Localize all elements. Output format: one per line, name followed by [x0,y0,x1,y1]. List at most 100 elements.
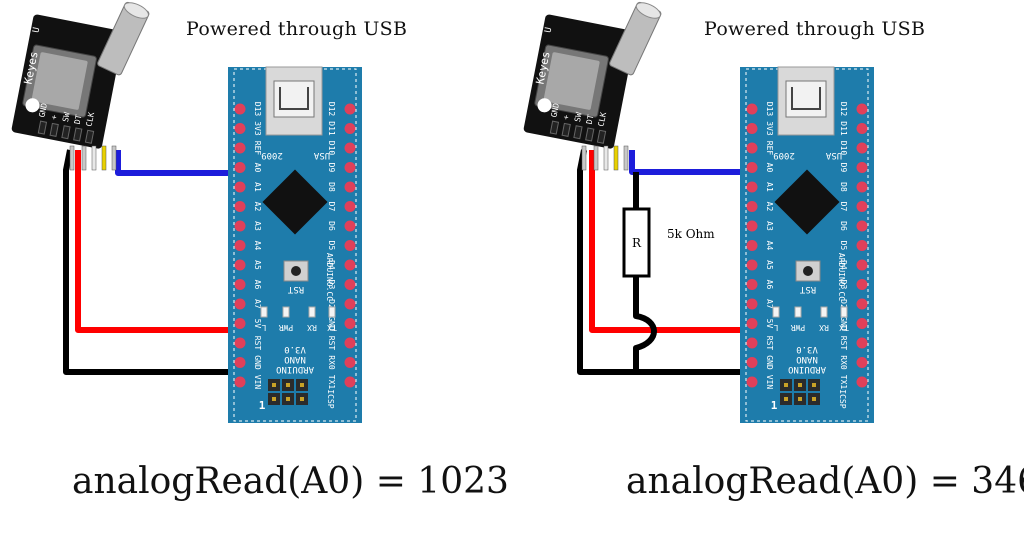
pin-pad-right [344,240,356,251]
led-label: RX [307,323,317,332]
pin-label-left: GND [765,355,774,370]
pin-label-left: 5V [765,319,774,329]
encoder-pin-lead [581,145,587,171]
pin-pad-right [856,318,868,329]
pin-label-left: REF [253,141,262,156]
pin-pad-right [344,318,356,329]
reset-button-cap [803,266,813,276]
wire-black-gnd [63,149,236,375]
pin-label-right: D4 [839,260,848,270]
icsp-pin-gold [286,383,290,387]
icsp-pin-gold [300,397,304,401]
pin-label-left: 3V3 [253,121,262,136]
pin-pad-right [344,103,356,115]
microcontroller-chip [774,169,840,235]
pin-label-right: D9 [327,163,336,173]
icsp-label: ICSP [326,389,335,408]
pin-pad-right [344,376,356,388]
arduino-nano: D133V3REFA0A1A2A3A4A5A6A75VRSTGNDVIND12D… [740,66,874,423]
analog-read-formula: analogRead(A0) = 1023 [72,461,509,502]
pin-label-left: A3 [253,221,262,231]
encoder-pin-label: GND [549,102,561,118]
pin-label-right: D4 [327,260,336,270]
led-label: PWR [279,323,294,332]
status-led [282,306,290,318]
pin-pad-left [234,376,246,388]
icsp-pin-gold [272,397,276,401]
pin-label-right: D8 [327,182,336,192]
pin-label-right: RX0 [839,355,848,370]
pin-label-right: RST [839,336,848,351]
encoder-pin-header [573,125,583,140]
encoder-brand: Keyes [534,50,553,85]
encoder-pin-lead [593,145,599,171]
pin-label-right: D5 [839,241,848,251]
shaft-top [123,2,149,19]
encoder-shaft [609,1,662,76]
icsp-pin-gold [784,383,788,387]
icsp-pin-gold [798,397,802,401]
pin-label-left: 3V3 [765,121,774,136]
icsp-pin-gold [812,383,816,387]
pin-pad-right [856,201,868,212]
pin-pad-left [234,240,246,251]
encoder-pin-label: + [49,114,59,121]
status-led [260,306,268,318]
encoder-pin-lead [81,145,87,171]
pin-pad-right [344,201,356,212]
pin-pad-left [234,162,246,173]
pin-pad-left [746,376,758,388]
pin-pad-left [746,103,758,115]
resistor-label: R [632,236,642,250]
encoder-pin-header [561,122,571,137]
pin-one-marker: 1 [771,399,778,412]
pin-pad-left [234,103,246,115]
pin-pad-left [234,337,246,349]
led-label: PWR [791,323,806,332]
pin-label-left: RST [765,336,774,351]
panel-title: Powered through USB [186,18,408,40]
encoder-inner [543,52,600,110]
encoder-pin-header [549,120,560,135]
pin-pad-left [746,357,758,368]
pin-label-right: D10 [839,141,848,156]
panel-title: Powered through USB [704,18,926,40]
encoder-pin-label: GND [37,102,49,118]
pin-label-left: A7 [253,299,262,309]
analog-read-formula: analogRead(A0) = 346 [626,461,1024,502]
wire-blue-dt-a0 [629,150,748,175]
pin-pad-right [344,220,356,232]
encoder-pin-label: + [561,114,571,121]
pin-pad-right [856,298,868,310]
pin-label-left: RST [253,336,262,351]
board-url-label: ARDUINO.CC [837,253,846,301]
pin-pad-right [856,181,868,193]
encoder-pin-header [585,127,595,142]
pin-pad-right [856,240,868,251]
led-label: TX [839,323,849,332]
pin-label-left: A2 [253,202,262,212]
icsp-pin-gold [812,397,816,401]
shaft-top [635,2,661,19]
encoder-pin-lead [623,145,629,171]
pin-pad-right [856,259,868,271]
pin-pad-right [856,142,868,154]
pin-pad-right [856,103,868,115]
board-name-line: ARDUINO [276,364,314,374]
icsp-pin-gold [272,383,276,387]
icsp-pin-gold [784,397,788,401]
status-led [308,306,316,318]
pin-pad-left [234,259,246,271]
pin-pad-right [344,181,356,193]
encoder-pin-header [596,129,607,144]
pin-label-left: VIN [253,375,262,390]
rst-label: RST [287,284,304,294]
board-url-label: ARDUINO.CC [325,253,334,301]
pin-pad-left [746,201,758,212]
encoder-inner [31,52,88,110]
pin-pad-left [746,123,758,134]
encoder-brand: Keyes [22,50,41,85]
pin-pad-left [234,142,246,154]
